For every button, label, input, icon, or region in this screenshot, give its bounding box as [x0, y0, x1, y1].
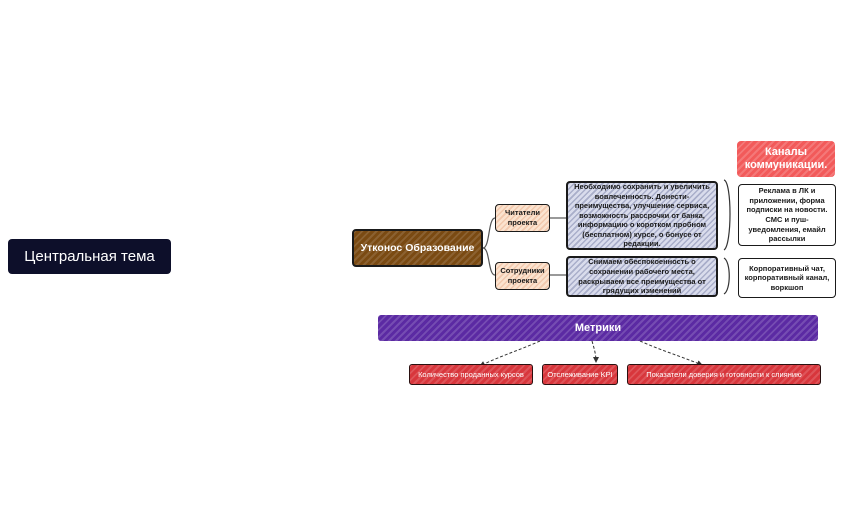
readers-description-text: Необходимо сохранить и увеличить вовлече…	[574, 181, 710, 249]
central-topic[interactable]: Центральная тема	[8, 239, 171, 274]
staff-channels[interactable]: Корпоративный чат, корпоративный канал, …	[738, 258, 836, 298]
channels-title[interactable]: Каналы коммуникации.	[737, 141, 835, 177]
staff-description-text: Снимаем обеспокоенность о сохранении раб…	[578, 257, 706, 296]
branch-staff-label: Сотрудники проекта	[500, 266, 545, 285]
bracket-readers	[723, 179, 731, 251]
arrow-metric-3	[639, 340, 703, 366]
channels-title-label: Каналы коммуникации.	[744, 146, 828, 171]
readers-description[interactable]: Необходимо сохранить и увеличить вовлече…	[566, 181, 718, 250]
connector-root-staff	[482, 247, 496, 276]
metric-item-label: Количество проданных курсов	[418, 370, 524, 379]
metrics-bar[interactable]: Метрики	[378, 315, 818, 341]
metrics-title: Метрики	[574, 322, 622, 334]
arrow-metric-1	[479, 340, 541, 367]
branch-readers-label: Читатели проекта	[505, 208, 540, 227]
arrow-metric-2	[591, 340, 599, 363]
metric-item-trust[interactable]: Показатели доверия и готовности к слияни…	[627, 364, 821, 385]
metric-item-courses-sold[interactable]: Количество проданных курсов	[409, 364, 533, 385]
metric-item-label: Отслеживание KPI	[547, 370, 613, 379]
staff-channels-text: Корпоративный чат, корпоративный канал, …	[744, 263, 830, 292]
root-node-label: Утконос Образование	[360, 241, 475, 254]
root-node[interactable]: Утконос Образование	[352, 229, 483, 267]
branch-readers[interactable]: Читатели проекта	[495, 204, 550, 232]
branch-staff[interactable]: Сотрудники проекта	[495, 262, 550, 290]
readers-channels[interactable]: Реклама в ЛК и приложении, форма подписк…	[738, 184, 836, 246]
central-topic-label: Центральная тема	[24, 248, 155, 265]
bracket-staff	[723, 257, 730, 295]
metric-item-kpi[interactable]: Отслеживание KPI	[542, 364, 618, 385]
staff-description[interactable]: Снимаем обеспокоенность о сохранении раб…	[566, 256, 718, 297]
metric-item-label: Показатели доверия и готовности к слияни…	[646, 370, 802, 379]
connector-root-readers	[482, 217, 496, 249]
readers-channels-text: Реклама в ЛК и приложении, форма подписк…	[746, 186, 828, 244]
